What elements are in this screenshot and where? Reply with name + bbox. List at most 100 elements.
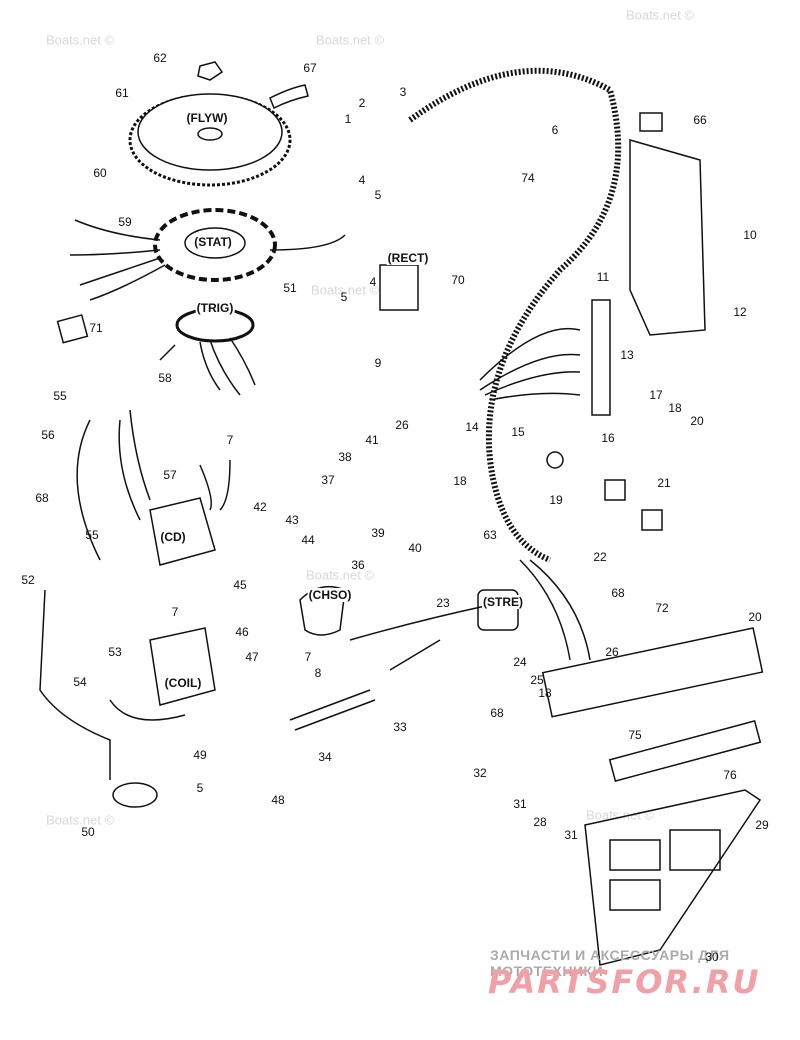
component-tag-coil: (COIL) [163, 676, 203, 690]
flywheel [128, 93, 292, 187]
part-label: 9 [374, 356, 382, 370]
part-label: 39 [371, 526, 385, 540]
part-label: 13 [620, 348, 634, 362]
watermark: Boats.net © [310, 282, 380, 298]
part-label: 55 [85, 528, 99, 542]
watermark: Boats.net © [315, 32, 385, 48]
part-label: 16 [601, 431, 615, 445]
plate [604, 479, 626, 501]
coil-lead [109, 699, 186, 721]
leads [39, 419, 111, 780]
part-label: 21 [657, 476, 671, 490]
part-label: 5 [196, 781, 204, 795]
part-label: 72 [655, 601, 669, 615]
part-label: 12 [733, 305, 747, 319]
part-label: 18 [538, 686, 552, 700]
component-tag-stat: (STAT) [193, 235, 233, 249]
part-label: 59 [118, 215, 132, 229]
part-label: 68 [35, 491, 49, 505]
part-label: 41 [365, 433, 379, 447]
part-label: 26 [395, 418, 409, 432]
component-tag-chso: (CHSO) [307, 588, 353, 602]
decal [56, 314, 89, 344]
plate-cutout [669, 829, 721, 871]
key-switch [546, 451, 564, 469]
cd-module [149, 497, 216, 566]
part-label: 57 [163, 468, 177, 482]
part-label: 15 [511, 425, 525, 439]
part-label: 43 [285, 513, 299, 527]
part-label: 76 [723, 768, 737, 782]
part-label: 47 [245, 650, 259, 664]
part-label: 11 [596, 270, 610, 284]
bracket [629, 139, 706, 336]
choke-wire [349, 604, 491, 641]
component-tag-trig: (TRIG) [195, 301, 235, 315]
part-label: 2 [358, 96, 366, 110]
component-tag-rect: (RECT) [386, 251, 430, 265]
part-label: 28 [533, 815, 547, 829]
part-label: 56 [41, 428, 55, 442]
part-label: 1 [344, 112, 352, 126]
part-label: 55 [53, 389, 67, 403]
part-label: 50 [81, 825, 95, 839]
part-label: 18 [668, 401, 682, 415]
part-label: 70 [451, 273, 465, 287]
part-label: 40 [408, 541, 422, 555]
part-label: 6 [551, 123, 559, 137]
part-label: 49 [193, 748, 207, 762]
part-label: 20 [690, 414, 704, 428]
part-label: 58 [158, 371, 172, 385]
branding-tagline: ЗАПЧАСТИ И АКСЕССУАРЫ ДЛЯ МОТОТЕХНИКИ [490, 947, 730, 979]
part-label: 37 [321, 473, 335, 487]
wire-harness [408, 67, 622, 563]
part-label: 24 [513, 655, 527, 669]
part-label: 48 [271, 793, 285, 807]
part-label: 54 [73, 675, 87, 689]
plate-cutout [609, 839, 661, 871]
part-label: 23 [436, 596, 450, 610]
terminal-block [591, 299, 611, 416]
part-label: 61 [115, 86, 129, 100]
part-label: 71 [89, 321, 103, 335]
rectifier [379, 264, 419, 311]
plate-cutout [609, 879, 661, 911]
nut [197, 61, 224, 81]
part-label: 75 [628, 728, 642, 742]
part-label: 62 [153, 51, 167, 65]
part-label: 14 [465, 420, 479, 434]
component-tag-stre: (STRE) [482, 595, 524, 609]
part-label: 10 [743, 228, 757, 242]
component-tag-flyw: (FLYW) [185, 111, 229, 125]
battery-cables [289, 639, 441, 731]
part-label: 36 [351, 558, 365, 572]
part-label: 32 [473, 766, 487, 780]
component-tag-cd: (CD) [159, 530, 187, 544]
solenoid-cables [519, 559, 591, 661]
part-label: 5 [374, 188, 382, 202]
part-label: 38 [338, 450, 352, 464]
part-label: 63 [483, 528, 497, 542]
part-label: 60 [93, 166, 107, 180]
watermark: Boats.net © [45, 32, 115, 48]
part-label: 5 [340, 290, 348, 304]
part-label: 46 [235, 625, 249, 639]
part-label: 20 [748, 610, 762, 624]
part-label: 31 [564, 828, 578, 842]
watermark: Boats.net © [625, 7, 695, 23]
part-label: 68 [490, 706, 504, 720]
cover-strip [608, 720, 762, 782]
clip [639, 112, 663, 132]
part-label: 17 [649, 388, 663, 402]
stator-wires [69, 219, 346, 301]
part-label: 4 [369, 275, 377, 289]
part-label: 31 [513, 797, 527, 811]
part-label: 4 [358, 173, 366, 187]
part-label: 45 [233, 578, 247, 592]
part-label: 7 [171, 605, 179, 619]
watermark: Boats.net © [305, 567, 375, 583]
part-label: 25 [530, 673, 544, 687]
stator [153, 208, 277, 282]
part-label: 8 [314, 666, 322, 680]
